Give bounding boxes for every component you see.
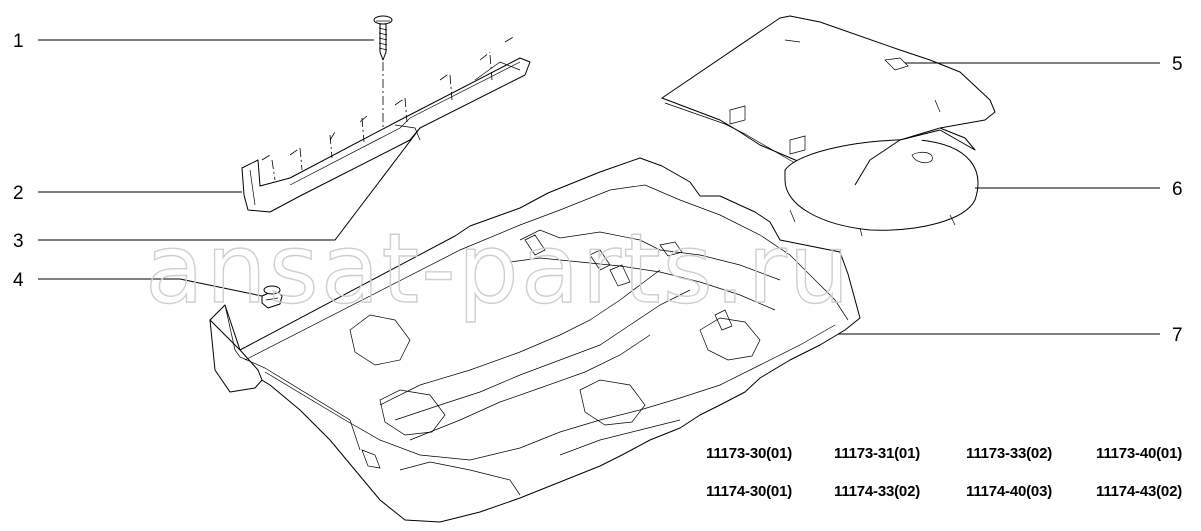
part-code-r2c1: 11174-30(01) bbox=[706, 483, 793, 500]
watermark: ansat-parts.ru bbox=[145, 213, 852, 325]
part-code-r2c4: 11174-43(02) bbox=[1096, 483, 1183, 500]
sill-trim-panel-drawing bbox=[241, 35, 531, 213]
part-code-r1c1: 11173-30(01) bbox=[706, 445, 793, 462]
callout-1: 1 bbox=[13, 31, 24, 52]
part-code-r2c3: 11174-40(03) bbox=[966, 483, 1053, 500]
clip-icon bbox=[261, 285, 283, 309]
leader-line-4 bbox=[38, 278, 263, 297]
callout-4: 4 bbox=[13, 270, 24, 291]
callout-5: 5 bbox=[1172, 54, 1183, 75]
screw-icon bbox=[373, 15, 393, 61]
part-code-r1c2: 11173-31(01) bbox=[834, 445, 921, 462]
part-code-r1c3: 11173-33(02) bbox=[966, 445, 1053, 462]
callout-7: 7 bbox=[1172, 325, 1183, 346]
leader-line-3 bbox=[38, 127, 421, 241]
part-code-r1c4: 11173-40(01) bbox=[1096, 445, 1183, 462]
callout-3: 3 bbox=[13, 231, 24, 252]
callout-6: 6 bbox=[1172, 179, 1183, 200]
spare-wheel-cover-drawing bbox=[784, 127, 979, 237]
floor-carpet-drawing bbox=[209, 157, 861, 523]
part-code-r2c2: 11174-33(02) bbox=[834, 483, 921, 500]
callout-2: 2 bbox=[13, 183, 24, 204]
